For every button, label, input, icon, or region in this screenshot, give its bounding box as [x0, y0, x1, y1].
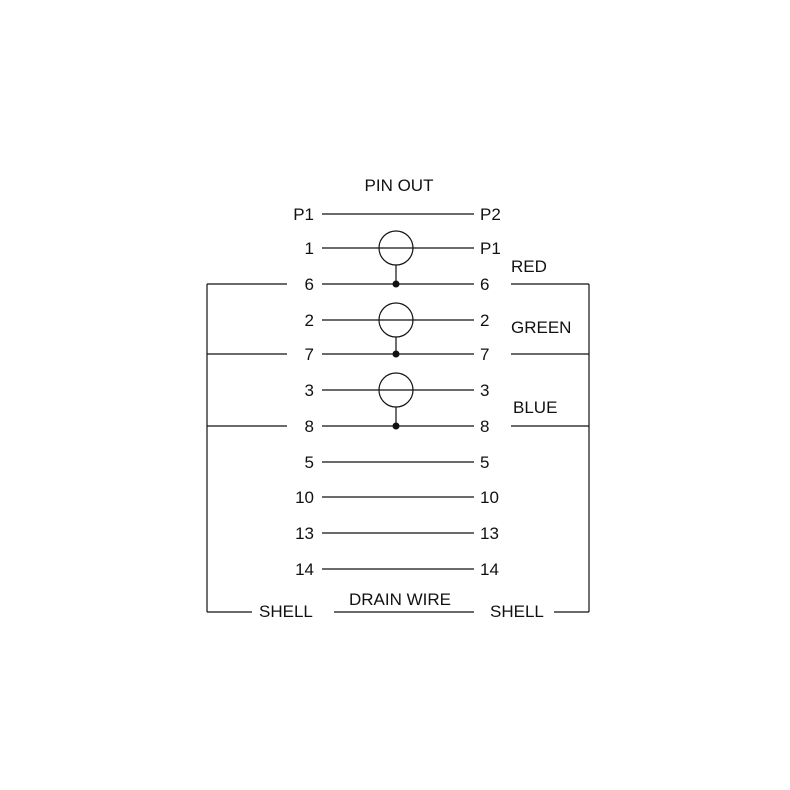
header-left-label: P1 [293, 205, 314, 224]
row-right-label: P1 [480, 239, 501, 258]
row-right-label: 14 [480, 560, 499, 579]
shell-left-label: SHELL [259, 602, 313, 621]
left-shell-bus [206, 283, 287, 613]
row-left-label: 3 [305, 381, 314, 400]
junction-dot [392, 280, 400, 288]
row-left-label: 8 [305, 417, 314, 436]
row-left-label: 14 [295, 560, 314, 579]
drain-wire-label: DRAIN WIRE [349, 590, 451, 609]
row-1: 1 P1 [305, 239, 501, 258]
pair-label-green: GREEN [511, 318, 571, 337]
row-2: 2 2 [305, 311, 490, 330]
row-right-label: 7 [480, 345, 489, 364]
row-left-label: 6 [305, 275, 314, 294]
row-right-label: 13 [480, 524, 499, 543]
row-right-label: 10 [480, 488, 499, 507]
pair-label-red: RED [511, 257, 547, 276]
row-right-label: 6 [480, 275, 489, 294]
row-left-label: 1 [305, 239, 314, 258]
pair-shield-2 [378, 302, 414, 358]
row-left-label: 10 [295, 488, 314, 507]
pair-shield-3 [378, 372, 414, 430]
junction-dot [392, 350, 400, 358]
row-left-label: 13 [295, 524, 314, 543]
row-right-label: 2 [480, 311, 489, 330]
row-5: 5 5 [305, 453, 490, 472]
row-left-label: 2 [305, 311, 314, 330]
right-shell-bus [511, 283, 590, 613]
diagram-title: PIN OUT [365, 176, 434, 195]
row-left-label: 5 [305, 453, 314, 472]
pair-shield-1 [378, 230, 414, 288]
shell-right-label: SHELL [490, 602, 544, 621]
row-right-label: 3 [480, 381, 489, 400]
row-10: 10 10 [295, 488, 499, 507]
row-3: 3 3 [305, 381, 490, 400]
row-right-label: 5 [480, 453, 489, 472]
header-right-label: P2 [480, 205, 501, 224]
row-14: 14 14 [295, 560, 499, 579]
row-left-label: 7 [305, 345, 314, 364]
row-13: 13 13 [295, 524, 499, 543]
junction-dot [392, 422, 400, 430]
pair-label-blue: BLUE [513, 398, 557, 417]
row-right-label: 8 [480, 417, 489, 436]
